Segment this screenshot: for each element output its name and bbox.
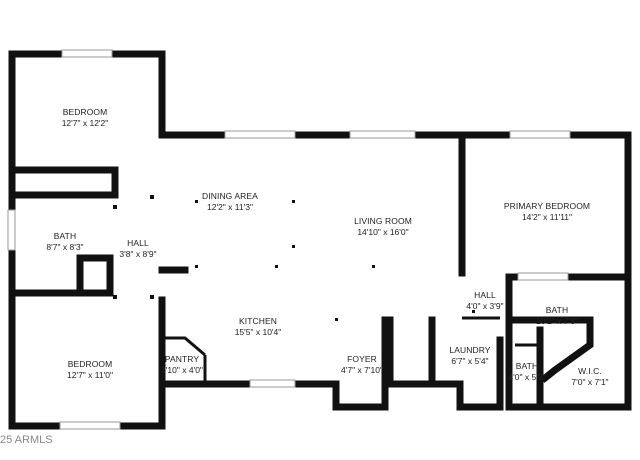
room-hall-1: HALL 3'8" x 8'9": [119, 238, 156, 259]
window-bedroom-2: [59, 421, 121, 430]
svg-text:3'10" x 4'0": 3'10" x 4'0": [161, 365, 203, 375]
room-foyer: FOYER 4'7" x 7'10": [341, 354, 383, 375]
room-kitchen: KITCHEN 15'5" x 10'4": [235, 316, 282, 337]
svg-text:3'8" x 8'9": 3'8" x 8'9": [119, 249, 156, 259]
svg-text:PANTRY: PANTRY: [165, 354, 200, 364]
window-dining: [224, 130, 296, 139]
svg-text:8'7" x 8'3": 8'7" x 8'3": [46, 242, 83, 252]
window-primary: [509, 130, 571, 139]
svg-text:12'2" x 11'3": 12'2" x 11'3": [207, 202, 253, 212]
svg-text:15'5" x 10'4": 15'5" x 10'4": [235, 327, 282, 337]
window-kitchen: [249, 379, 296, 388]
opening-ticks: [113, 195, 475, 321]
room-pantry: PANTRY 3'10" x 4'0": [161, 354, 203, 375]
svg-text:BEDROOM: BEDROOM: [68, 359, 113, 369]
windows: [7, 49, 571, 430]
svg-text:LIVING ROOM: LIVING ROOM: [354, 216, 412, 226]
room-wic: W.I.C. 7'0" x 7'1": [571, 366, 608, 387]
window-bath-1: [7, 209, 16, 251]
svg-text:12'7" x 11'0": 12'7" x 11'0": [67, 370, 113, 380]
svg-text:LAUNDRY: LAUNDRY: [449, 345, 490, 355]
interior-details: [162, 316, 540, 384]
svg-text:BATH: BATH: [54, 231, 76, 241]
room-bath-3: BATH 4'0" x 5'9": [508, 361, 545, 382]
watermark: 25 ARMLS: [0, 434, 53, 446]
room-dining-area: DINING AREA 12'2" x 11'3": [202, 191, 258, 212]
room-bath-2: BATH 10'2" x 7'8": [536, 305, 578, 326]
svg-text:10'2" x 7'8": 10'2" x 7'8": [536, 316, 578, 326]
svg-text:6'7" x 5'4": 6'7" x 5'4": [451, 356, 488, 366]
room-bedroom-1: BEDROOM 12'7" x 12'2": [62, 107, 109, 128]
room-bath-1: BATH 8'7" x 8'3": [46, 231, 83, 252]
room-bedroom-2: BEDROOM 12'7" x 11'0": [67, 359, 113, 380]
svg-text:4'0" x 5'9": 4'0" x 5'9": [508, 372, 545, 382]
svg-text:HALL: HALL: [474, 290, 496, 300]
room-primary-bedroom: PRIMARY BEDROOM 14'2" x 11'11": [504, 201, 590, 222]
svg-text:PRIMARY BEDROOM: PRIMARY BEDROOM: [504, 201, 590, 211]
svg-text:BATH: BATH: [516, 361, 538, 371]
svg-text:KITCHEN: KITCHEN: [239, 316, 277, 326]
svg-text:HALL: HALL: [127, 238, 149, 248]
svg-text:FOYER: FOYER: [347, 354, 377, 364]
room-living-room: LIVING ROOM 14'10" x 16'0": [354, 216, 412, 237]
window-bedroom-1: [61, 49, 113, 58]
svg-text:BATH: BATH: [546, 305, 568, 315]
svg-text:14'10" x 16'0": 14'10" x 16'0": [357, 227, 408, 237]
svg-text:W.I.C.: W.I.C.: [578, 366, 602, 376]
svg-text:14'2" x 11'11": 14'2" x 11'11": [522, 212, 572, 222]
svg-text:BEDROOM: BEDROOM: [63, 107, 108, 117]
svg-text:4'7" x 7'10": 4'7" x 7'10": [341, 365, 383, 375]
room-hall-2: HALL 4'0" x 3'9": [466, 290, 503, 311]
svg-text:7'0" x 7'1": 7'0" x 7'1": [571, 377, 608, 387]
window-living: [349, 130, 416, 139]
svg-text:DINING AREA: DINING AREA: [202, 191, 258, 201]
svg-text:12'7" x 12'2": 12'7" x 12'2": [62, 118, 109, 128]
window-bath-2: [517, 272, 569, 281]
room-laundry: LAUNDRY 6'7" x 5'4": [449, 345, 490, 366]
svg-text:4'0" x 3'9": 4'0" x 3'9": [466, 301, 503, 311]
room-labels: BEDROOM 12'7" x 12'2" BATH 8'7" x 8'3" H…: [46, 107, 608, 387]
